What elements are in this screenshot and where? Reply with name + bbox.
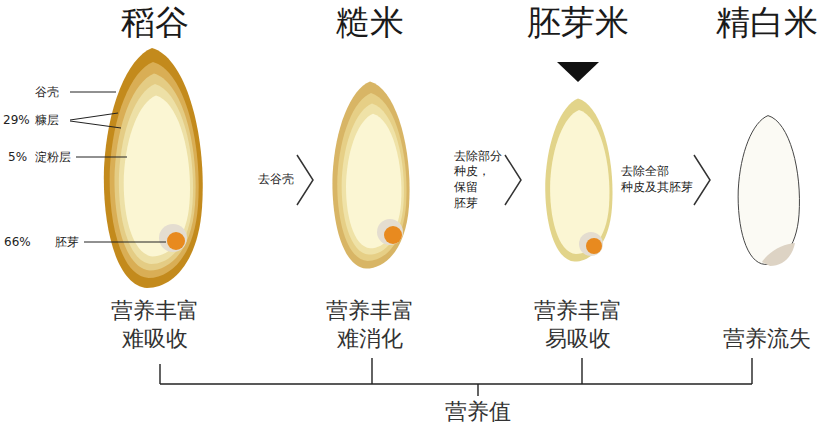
- stage-caption: 营养丰富 易吸收: [534, 297, 622, 352]
- stage-title: 胚芽米: [527, 2, 629, 43]
- part-label: 淀粉层: [35, 150, 71, 164]
- brown-rice-grain: [332, 81, 409, 268]
- step-label: 去除部分 种皮，保留 胚芽: [454, 149, 502, 211]
- part-label: 29%: [3, 113, 30, 127]
- part-label: 谷壳: [35, 85, 59, 99]
- part-label: 5%: [8, 150, 27, 164]
- grain-stage: 糙米营养丰富 难消化: [315, 2, 425, 352]
- stage-caption: 营养丰富 难吸收: [111, 297, 199, 352]
- leader-lines: [70, 92, 166, 242]
- grain-stage: 胚芽米营养丰富 易吸收: [523, 2, 633, 352]
- part-label: 胚芽: [55, 235, 79, 249]
- polished-rice-grain: [738, 116, 799, 266]
- paddy-grain: [104, 48, 203, 288]
- stage-caption: 营养丰富 难消化: [326, 297, 414, 352]
- stage-title: 稻谷: [121, 2, 189, 43]
- pointer-triangle: [557, 62, 599, 82]
- grain-stage: 精白米营养流失: [712, 2, 822, 352]
- process-chevron: [505, 155, 521, 205]
- germ-rice-grain: [545, 98, 612, 261]
- process-chevron: [297, 155, 313, 205]
- process-chevron: [694, 155, 710, 205]
- bracket-label: 营养值: [445, 399, 511, 425]
- part-label: 66%: [4, 235, 31, 249]
- part-label: 糠层: [35, 113, 59, 127]
- stage-title: 精白米: [716, 2, 818, 43]
- step-label: 去除全部 种皮及其胚芽: [621, 164, 693, 195]
- stage-title: 糙米: [336, 2, 404, 43]
- step-label: 去谷壳: [258, 172, 294, 188]
- bracket: [160, 358, 752, 396]
- grain-stage: 稻谷营养丰富 难吸收: [100, 2, 210, 352]
- stage-caption: 营养流失: [723, 325, 811, 353]
